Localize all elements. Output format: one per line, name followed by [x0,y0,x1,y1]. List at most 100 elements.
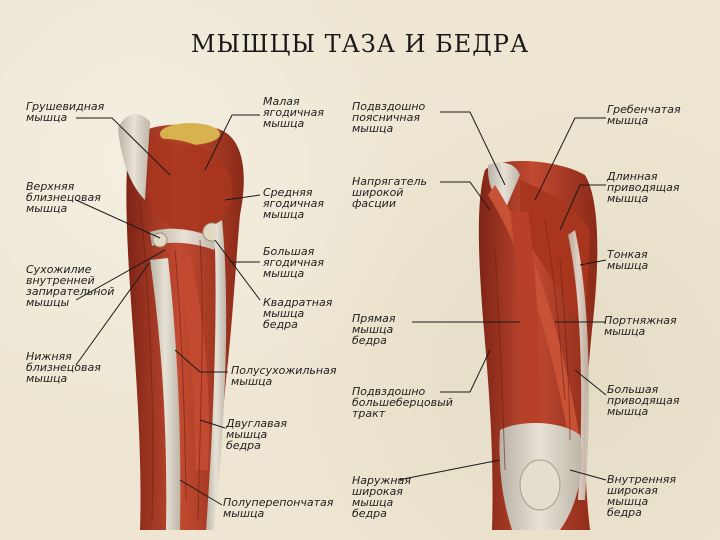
label-pectineus: Гребенчатая мышца [607,104,719,126]
label-line: мышцы [26,296,70,309]
label-line: мышца [231,375,273,388]
label-line: Подвздошно [352,100,426,113]
label-line: ягодичная [263,106,324,119]
label-line: мышца [26,111,68,124]
label-line: Средняя [263,186,313,199]
rectus-femoris-band [510,210,541,450]
ischial-tuberosity [152,232,168,248]
leader-m7 [179,479,223,506]
gemellus-tendon [150,228,218,250]
leader-m4 [214,239,261,301]
pelvic-bone [160,123,220,145]
label-line: мышца [352,496,394,509]
label-piriformis: Грушевидная мышца [26,101,138,123]
label-line: Большая [263,245,315,258]
page-title: МЫШЦЫ ТАЗА И БЕДРА [190,30,530,58]
leader-l3 [75,249,166,301]
posterior-thigh-figure [118,114,244,530]
sartorius-band [488,185,580,446]
label-superior-gemellus: Верхняя близнецовая мышца [26,181,138,214]
label-gluteus-minimus: Малая ягодичная мышца [263,96,375,129]
label-line: мышца [226,428,268,441]
gracilis-band [568,230,589,500]
label-line: мышца [607,405,649,418]
label-line: Подвздошно [352,385,426,398]
label-line: Длинная [607,170,658,183]
label-line: близнецовая [26,191,101,204]
label-inferior-gemellus: Нижняя близнецовая мышца [26,351,138,384]
label-line: Наружная [352,474,411,487]
label-adductor-magnus: Большая приводящая мышца [607,384,719,417]
anterior-thigh-figure [478,160,598,530]
label-line: мышца [352,323,394,336]
label-line: бедра [607,506,642,519]
leader-m2 [224,194,261,201]
label-line: ягодичная [263,256,324,269]
leader-l2 [75,199,161,239]
gluteal-muscle-mass [148,138,233,234]
label-line: мышца [352,122,394,135]
label-line: мышца [607,495,649,508]
label-line: внутренней [26,274,95,287]
label-line: мышца [263,267,305,280]
label-line: мышца [607,192,649,205]
fiber-lines-1 [139,199,203,521]
label-line: приводящая [607,394,680,407]
leader-r3 [579,259,607,266]
label-iliotibial-tract: Подвздошно большеберцовый тракт [352,386,464,419]
label-gracilis: Тонкая мышца [607,249,719,271]
sacrum-tendon [118,114,150,200]
label-line: Большая [607,383,659,396]
label-rectus-femoris: Прямая мышца бедра [352,313,464,346]
semitendinosus-tendon [150,258,181,530]
biceps-femoris [178,255,210,470]
label-quadratus-femoris: Квадратная мышца бедра [263,297,375,330]
leader-l4 [75,261,151,366]
label-line: Грушевидная [26,100,105,113]
label-semimembranosus: Полуперепончатая мышца [223,497,335,519]
label-vastus-medialis: Внутренняя широкая мышца бедра [607,474,719,518]
label-line: Сухожилие [26,263,92,276]
label-line: мышца [604,325,646,338]
label-line: широкой [352,186,404,199]
leader-r2 [559,184,606,231]
label-line: Внутренняя [607,473,677,486]
label-line: тракт [352,407,386,420]
patella [519,459,561,511]
label-line: фасции [352,197,396,210]
label-line: бедра [352,507,387,520]
label-line: мышца [607,114,649,127]
label-line: приводящая [607,181,680,194]
label-line: запирательной [26,285,115,298]
label-line: Гребенчатая [607,103,681,116]
label-line: мышца [263,117,305,130]
adductor-group [520,180,590,330]
label-gluteus-medius: Средняя ягодичная мышца [263,187,375,220]
label-line: бедра [263,318,298,331]
label-line: Напрягатель [352,175,428,188]
leader-m5 [174,349,228,373]
label-vastus-lateralis: Наружная широкая мышца бедра [352,475,464,519]
label-line: близнецовая [26,361,101,374]
label-line: Полуперепончатая [223,496,334,509]
label-line: мышца [607,259,649,272]
label-line: бедра [226,439,261,452]
label-line: Верхняя [26,180,75,193]
label-line: Портняжная [604,314,677,327]
label-line: Прямая [352,312,396,325]
leader-r1 [534,117,606,201]
label-line: Тонкая [607,248,648,261]
leader-c2 [440,181,491,211]
label-obturator-internus-tendon: Сухожилие внутренней запирательной мышцы [26,264,138,308]
iliotibial-band [206,220,227,530]
label-line: Квадратная [263,296,333,309]
leader-m1 [204,114,260,171]
leader-c1 [440,111,506,186]
label-semitendinosus: Полусухожильная мышца [231,365,343,387]
label-line: бедра [352,334,387,347]
label-line: большеберцовый [352,396,453,409]
label-line: ягодичная [263,197,324,210]
leader-m6 [199,419,226,429]
